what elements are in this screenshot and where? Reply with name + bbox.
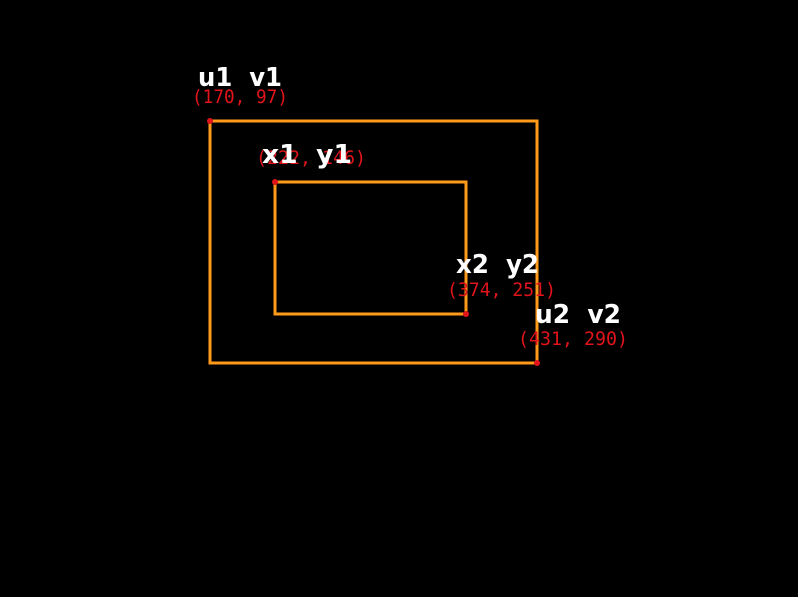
inner-top-left-coords: (222, 146) [256,147,366,169]
outer-top-left-point [207,118,213,124]
inner-bottom-right-coords: (374, 251) [447,279,556,301]
outer-bottom-right-point [534,360,540,366]
outer-bottom-right-coords: (431, 290) [518,328,628,350]
outer-top-left-label: u1 v1 [198,63,282,93]
inner-bottom-right-label: x2 y2 [456,250,539,280]
outer-box [208,119,539,365]
inner-box [273,180,468,316]
inner-bottom-right-point [463,311,469,317]
outer-top-left-coords: (170, 97) [192,86,288,108]
inner-top-left-label: x1 y1 [262,140,352,170]
inner-top-left-point [272,179,278,185]
outer-bottom-right-label: u2 v2 [535,300,621,330]
